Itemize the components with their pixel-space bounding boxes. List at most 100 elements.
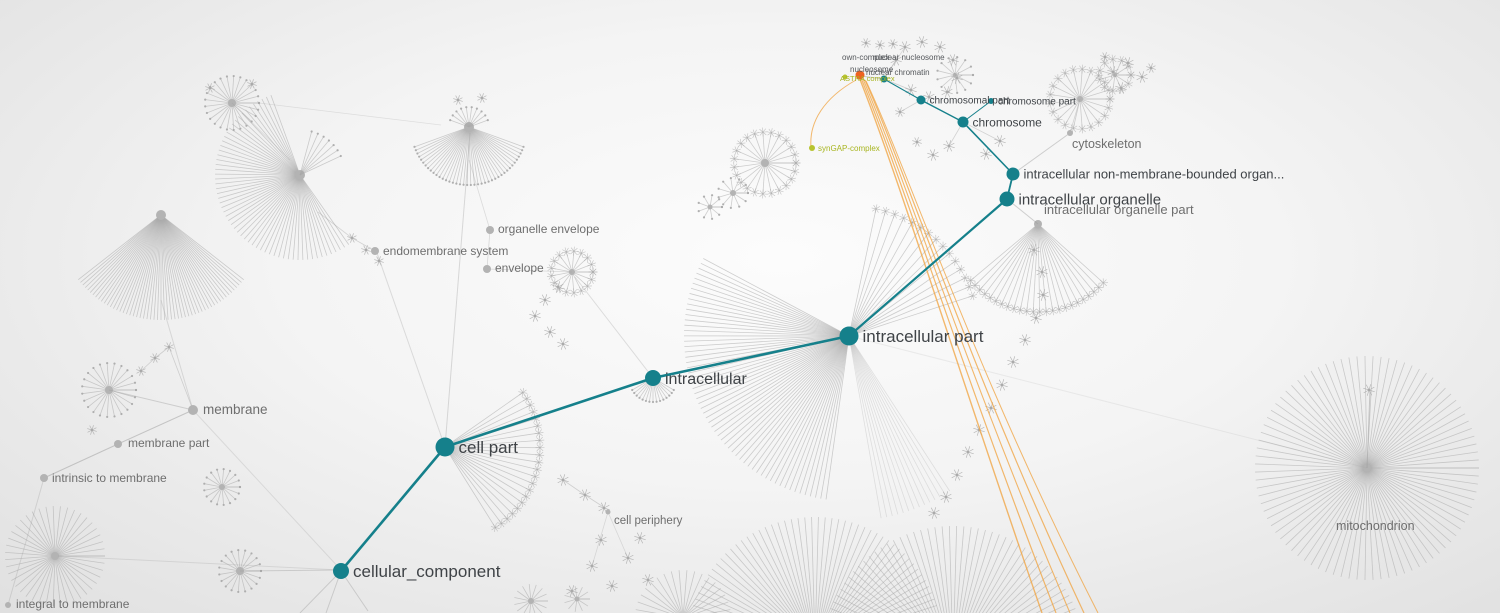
subtree-node[interactable] <box>528 598 534 604</box>
astra-complex-node[interactable] <box>842 74 848 80</box>
leaf-node-burst[interactable] <box>579 489 591 501</box>
leaf-node-burst[interactable] <box>1146 63 1156 73</box>
node-nucleosome-junction[interactable] <box>880 75 888 83</box>
leaf-node-burst[interactable] <box>205 83 215 93</box>
node-label[interactable]: mitochondrion <box>1336 519 1415 533</box>
node-intracellular-part[interactable] <box>839 326 859 346</box>
leaf-node-burst[interactable] <box>890 54 902 66</box>
leaf-node-burst[interactable] <box>606 580 618 592</box>
label-chromosomal-part[interactable]: chromosomal part <box>930 96 1010 107</box>
leaf-node-burst[interactable] <box>557 474 569 486</box>
subtree-node[interactable] <box>1077 96 1083 102</box>
leaf-node-burst[interactable] <box>642 574 654 586</box>
leaf-node-burst[interactable] <box>861 38 871 48</box>
label-chromosome[interactable]: chromosome <box>973 115 1043 129</box>
node-cellular-component[interactable] <box>333 563 349 579</box>
leaf-node-burst[interactable] <box>951 469 963 481</box>
label-intracellular-non-membrane-bounded-organelle[interactable]: intracellular non-membrane-bounded organ… <box>1024 167 1285 182</box>
graph-node[interactable] <box>371 247 379 255</box>
leaf-node-burst[interactable] <box>598 502 610 514</box>
label-cell-part[interactable]: cell part <box>459 438 519 457</box>
nucleosome-node[interactable] <box>855 70 865 80</box>
label-intracellular-organelle[interactable]: intracellular organelle <box>1019 191 1162 208</box>
subtree-node[interactable] <box>51 552 59 560</box>
leaf-node-burst[interactable] <box>552 281 564 293</box>
node-label[interactable]: intracellular organelle part <box>1044 202 1194 217</box>
leaf-node-burst[interactable] <box>928 507 940 519</box>
label-cellular-component[interactable]: cellular_component <box>353 562 501 581</box>
node-label-small[interactable]: ASTRA complex <box>840 74 895 83</box>
leaf-node-burst[interactable] <box>1007 356 1019 368</box>
node-label-small[interactable]: own-complex <box>842 53 889 62</box>
graph-node[interactable] <box>605 509 611 515</box>
node-label[interactable]: membrane <box>203 402 268 417</box>
node-label-small[interactable]: nuclear nucleosome <box>873 53 945 62</box>
leaf-node-burst[interactable] <box>150 353 160 363</box>
leaf-node-burst[interactable] <box>164 342 174 352</box>
leaf-node-burst[interactable] <box>912 137 922 147</box>
leaf-node-burst[interactable] <box>347 233 357 243</box>
subtree-node[interactable] <box>228 99 236 107</box>
leaf-node-burst[interactable] <box>1107 66 1119 78</box>
leaf-node-burst[interactable] <box>951 72 963 84</box>
node-label[interactable]: intrinsic to membrane <box>52 471 167 485</box>
node-label[interactable]: endomembrane system <box>383 244 508 258</box>
leaf-node-burst[interactable] <box>595 534 607 546</box>
leaf-node-burst[interactable] <box>947 54 959 66</box>
leaf-node-burst[interactable] <box>1028 244 1040 256</box>
node-chromosome-part[interactable] <box>988 98 994 104</box>
leaf-node-burst[interactable] <box>539 294 551 306</box>
graph-node[interactable] <box>5 602 11 608</box>
leaf-node-burst[interactable] <box>544 326 556 338</box>
leaf-node-burst[interactable] <box>566 585 578 597</box>
subtree-node[interactable] <box>730 190 736 196</box>
leaf-node-burst[interactable] <box>996 379 1008 391</box>
subtree-node[interactable] <box>707 204 713 210</box>
leaf-node-burst[interactable] <box>453 95 463 105</box>
leaf-node-burst[interactable] <box>916 36 928 48</box>
leaf-node-burst[interactable] <box>529 310 541 322</box>
node-intracellular[interactable] <box>645 370 661 386</box>
graph-node[interactable] <box>114 440 122 448</box>
graph-node[interactable] <box>40 474 48 482</box>
leaf-node-burst[interactable] <box>622 552 634 564</box>
node-label[interactable]: cell periphery <box>614 515 683 527</box>
subtree-node[interactable] <box>574 596 580 602</box>
label-intracellular-part[interactable]: intracellular part <box>863 327 984 346</box>
subtree-node[interactable] <box>569 269 575 275</box>
leaf-node-burst[interactable] <box>1030 312 1042 324</box>
leaf-node-burst[interactable] <box>361 245 371 255</box>
subtree-node[interactable] <box>761 159 769 167</box>
node-label[interactable]: cytoskeleton <box>1072 137 1142 151</box>
graph-node[interactable] <box>188 405 198 415</box>
leaf-node-burst[interactable] <box>247 79 257 89</box>
leaf-node-burst[interactable] <box>87 425 97 435</box>
leaf-node-burst[interactable] <box>943 140 955 152</box>
leaf-node-burst[interactable] <box>899 41 911 53</box>
node-intracellular-organelle[interactable] <box>999 191 1015 207</box>
label-chromosome-part[interactable]: chromosome part <box>998 97 1076 108</box>
leaf-node-burst[interactable] <box>477 93 487 103</box>
subtree-node[interactable] <box>219 484 225 490</box>
subtree-node[interactable] <box>236 567 244 575</box>
node-chromosome[interactable] <box>957 116 969 128</box>
leaf-node-burst[interactable] <box>1019 334 1031 346</box>
leaf-node-burst[interactable] <box>1100 52 1110 62</box>
node-label-small[interactable]: nucleosome <box>850 65 894 74</box>
node-label[interactable]: organelle envelope <box>498 222 600 236</box>
node-chromosomal-part[interactable] <box>916 95 926 105</box>
node-label-small[interactable]: synGAP-complex <box>818 144 880 153</box>
leaf-node-burst[interactable] <box>136 366 146 376</box>
leaf-node-burst[interactable] <box>1115 82 1127 94</box>
graph-node[interactable] <box>1067 130 1073 136</box>
leaf-node-burst[interactable] <box>980 148 992 160</box>
subtree-node[interactable] <box>1034 220 1042 228</box>
leaf-node-burst[interactable] <box>923 91 935 103</box>
leaf-node-burst[interactable] <box>962 446 974 458</box>
leaf-node-burst[interactable] <box>895 107 905 117</box>
leaf-node-burst[interactable] <box>905 84 917 96</box>
leaf-node-burst[interactable] <box>927 149 939 161</box>
leaf-node-burst[interactable] <box>875 40 885 50</box>
leaf-node-burst[interactable] <box>940 491 952 503</box>
